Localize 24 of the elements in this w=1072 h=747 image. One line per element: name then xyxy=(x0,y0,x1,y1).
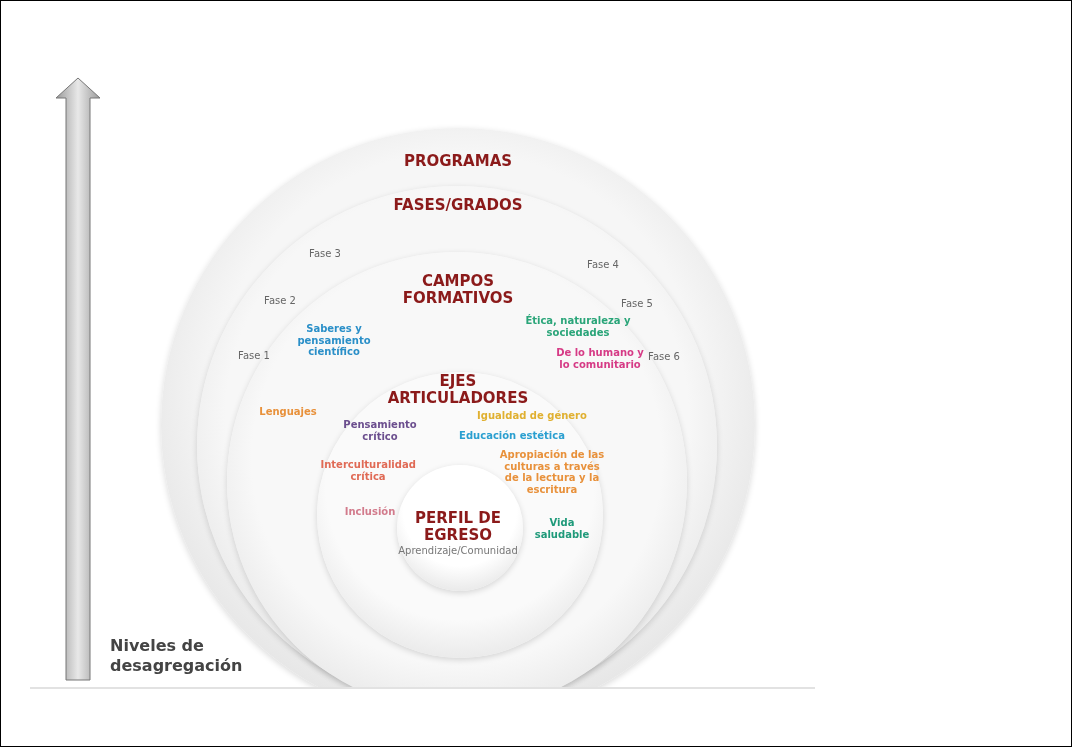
axis-label: Interculturalidad crítica xyxy=(320,458,416,482)
phase-label: Fase 6 xyxy=(648,350,680,362)
field-label: Lenguajes xyxy=(258,406,318,418)
field-label: Saberes y pensamiento científico xyxy=(296,322,372,358)
axis-caption: Niveles de desagregación xyxy=(110,636,244,676)
axis-label: Igualdad de género xyxy=(476,410,588,422)
ring-title: CAMPOS FORMATIVOS xyxy=(401,272,515,308)
field-label: De lo humano y lo comunitario xyxy=(555,346,645,370)
axis-label: Vida saludable xyxy=(533,516,591,540)
ring-title: EJES ARTICULADORES xyxy=(386,372,530,408)
axis-label: Pensamiento crítico xyxy=(342,418,418,442)
ring-title: PROGRAMAS xyxy=(402,153,514,171)
phase-label: Fase 2 xyxy=(264,294,296,306)
subtitle: Aprendizaje/Comunidad xyxy=(397,545,519,557)
phase-label: Fase 1 xyxy=(238,349,270,361)
phase-label: Fase 4 xyxy=(587,258,619,270)
ring-title: PERFIL DE EGRESO xyxy=(413,509,503,545)
field-label: Ética, naturaleza y sociedades xyxy=(524,314,632,338)
axis-label: Inclusión xyxy=(343,506,397,518)
phase-label: Fase 5 xyxy=(621,297,653,309)
ring-title: FASES/GRADOS xyxy=(392,197,524,215)
phase-label: Fase 3 xyxy=(309,247,341,259)
axis-label: Apropiación de las culturas a través de la lectura y la escritura xyxy=(498,449,606,495)
axis-label: Educación estética xyxy=(458,430,566,442)
